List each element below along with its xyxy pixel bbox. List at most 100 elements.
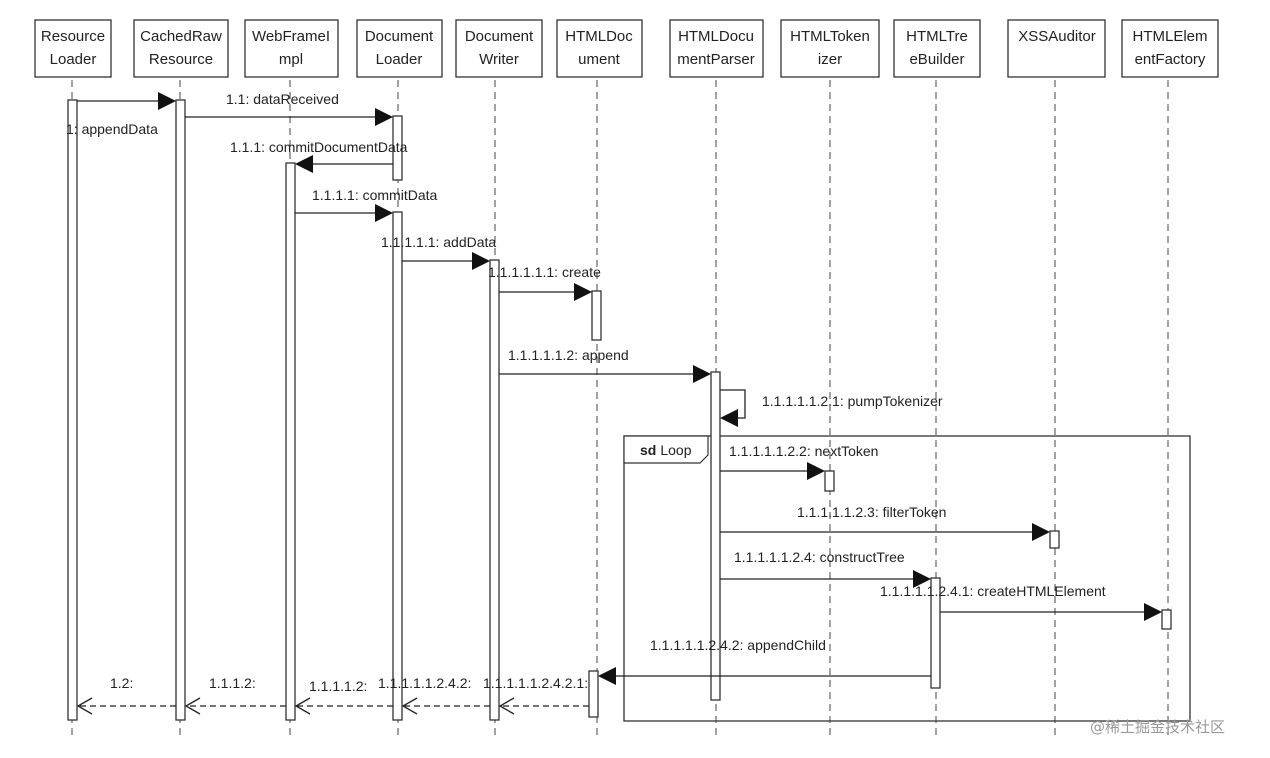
message-construct-tree: 1.1.1.1.1.2.4: constructTree [720,549,931,588]
message-append: 1.1.1.1.1.2: append [499,347,711,383]
return-label: 1.1.1.1.1.2.4.2: [378,675,471,691]
actor-header-resource-loader: Resource Loader [34,19,112,78]
activation-document-writer [489,259,500,721]
activation-document-loader-1 [392,115,403,181]
activation-cached-raw-resource [175,99,186,721]
message-label: 1.1.1: commitDocumentData [230,139,408,155]
arrowhead-icon [1032,523,1050,541]
actor-box [1007,19,1106,78]
activation-web-frame-impl [285,162,296,721]
open-arrow-icon [498,697,515,715]
actor-box [780,19,880,78]
actor-label-line: HTMLToken [790,28,870,45]
actor-box [556,19,643,78]
messages: 1: appendData 1.1: dataReceived 1.1.1: c… [66,91,1162,715]
watermark: @稀土掘金技术社区 [1090,718,1225,736]
actor-label-line: Document [465,28,534,45]
message-commit-document-data: 1.1.1: commitDocumentData [230,139,408,173]
actor-label-line: Loader [376,51,423,68]
activation-html-element-factory [1161,609,1172,630]
message-label: 1.1.1.1.1.2.4: constructTree [734,549,905,565]
message-create-html-element: 1.1.1.1.1.2.4.1: createHTMLElement [880,583,1162,621]
arrowhead-icon [913,570,931,588]
actor-label-line: eBuilder [909,51,964,68]
lifelines [71,80,1169,735]
arrowhead-icon [598,667,616,685]
message-line [720,389,746,419]
message-label: 1.1.1.1.1.1: create [488,264,601,280]
open-arrow-icon [401,697,418,715]
activation-html-tree-builder [930,577,941,689]
message-label: 1.1.1.1.1.2.2: nextToken [729,443,878,459]
actor-box [669,19,764,78]
return-cached-to-resource-loader: 1.2: [76,675,176,715]
arrowhead-icon [1144,603,1162,621]
message-commit-data: 1.1.1.1: commitData [295,187,437,222]
loop-frame [623,435,1191,722]
actor-box [893,19,981,78]
activation-html-document-parser [710,371,721,701]
actor-box [356,19,443,78]
activation-html-document-1 [591,290,602,341]
activation-xss-auditor [1049,530,1060,549]
message-append-child: 1.1.1.1.1.2.4.2: appendChild [598,637,931,685]
message-label: 1.1.1.1.1.2.4.2: appendChild [650,637,826,653]
actor-header-document-loader: Document Loader [356,19,443,78]
message-label: 1.1.1.1.1.2: append [508,347,629,363]
return-label: 1.1.1.1.2: [309,678,367,694]
return-writer-to-loader: 1.1.1.1.1.2.4.2: [378,675,490,715]
frame-name: Loop [660,442,691,458]
actor-label-line: Resource [149,51,213,68]
open-arrow-icon [76,697,93,715]
message-filter-token: 1.1.1.1.1.2.3: filterToken [720,504,1050,541]
return-label: 1.2: [110,675,133,691]
actor-box [1121,19,1219,78]
message-add-data: 1.1.1.1.1: addData [381,234,496,270]
message-label: 1.1.1.1.1.2.3: filterToken [797,504,946,520]
actor-label-line: mentParser [677,51,755,68]
message-next-token: 1.1.1.1.1.2.2: nextToken [720,443,878,480]
actor-label-line: HTMLDoc [565,28,633,45]
actor-header-cached-raw-resource: CachedRaw Resource [133,19,229,78]
message-label: 1.1.1.1.1.2.4.1: createHTMLElement [880,583,1106,599]
arrowhead-icon [472,252,490,270]
actor-header-html-document: HTMLDoc ument [556,19,643,78]
return-webframe-to-cached: 1.1.1.2: [184,675,286,715]
arrowhead-icon [574,283,592,301]
actor-label-line: mpl [279,51,303,68]
actor-label-line: entFactory [1135,51,1206,68]
actor-label-line: WebFrameI [252,28,330,45]
actor-header-html-element-factory: HTMLElem entFactory [1121,19,1219,78]
actor-label-line: HTMLTre [906,28,968,45]
actor-label-line: izer [818,51,842,68]
actor-label-line: HTMLElem [1132,28,1207,45]
activation-document-loader-2 [392,211,403,721]
actor-box [455,19,543,78]
actor-label-line: Loader [50,51,97,68]
arrowhead-icon [375,108,393,126]
actor-header-html-document-parser: HTMLDocu mentParser [669,19,764,78]
arrowhead-icon [295,155,313,173]
arrowhead-icon [693,365,711,383]
actor-header-web-frame-impl: WebFrameI mpl [244,19,339,78]
actor-label-line: XSSAuditor [1018,28,1096,45]
message-label: 1.1.1.1.1.2.1: pumpTokenizer [762,393,943,409]
return-html-document-to-writer: 1.1.1.1.1.2.4.2.1: [483,675,589,715]
message-label: 1.1.1.1: commitData [312,187,437,203]
actor-box [34,19,112,78]
activation-html-document-2 [588,670,599,718]
message-label: 1.1.1.1.1: addData [381,234,496,250]
actor-header-html-tree-builder: HTMLTre eBuilder [893,19,981,78]
activation-resource-loader [67,99,78,721]
return-loader-to-webframe: 1.1.1.1.2: [294,678,393,715]
actor-box [244,19,339,78]
actor-label-line: Writer [479,51,519,68]
open-arrow-icon [294,697,311,715]
frame-keyword: sd [640,442,656,458]
message-label: 1: appendData [66,121,158,137]
actor-box [133,19,229,78]
activations [67,99,1172,721]
actor-header-document-writer: Document Writer [455,19,543,78]
